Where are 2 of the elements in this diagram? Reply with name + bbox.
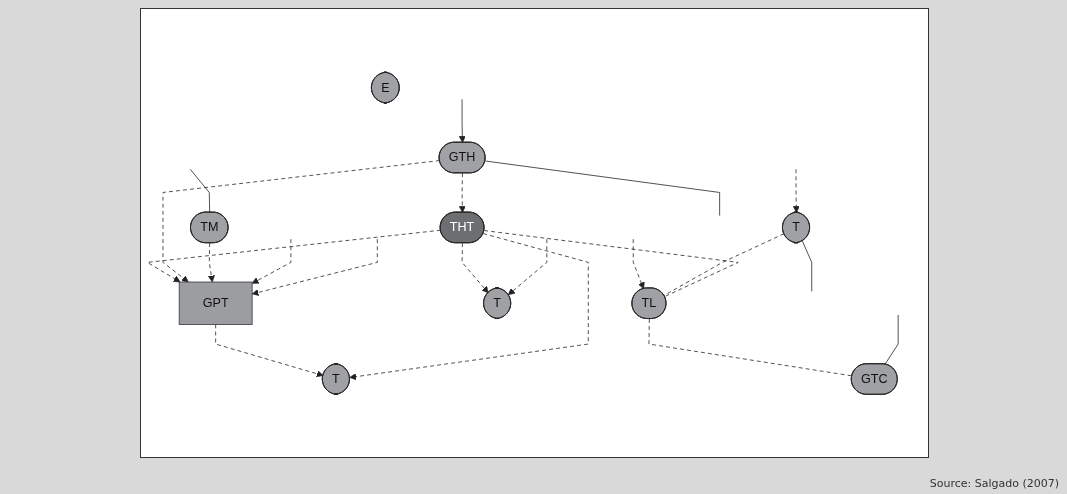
node-box: GPT	[178, 281, 253, 325]
source-caption: Source: Salgado (2007)	[929, 477, 1059, 490]
